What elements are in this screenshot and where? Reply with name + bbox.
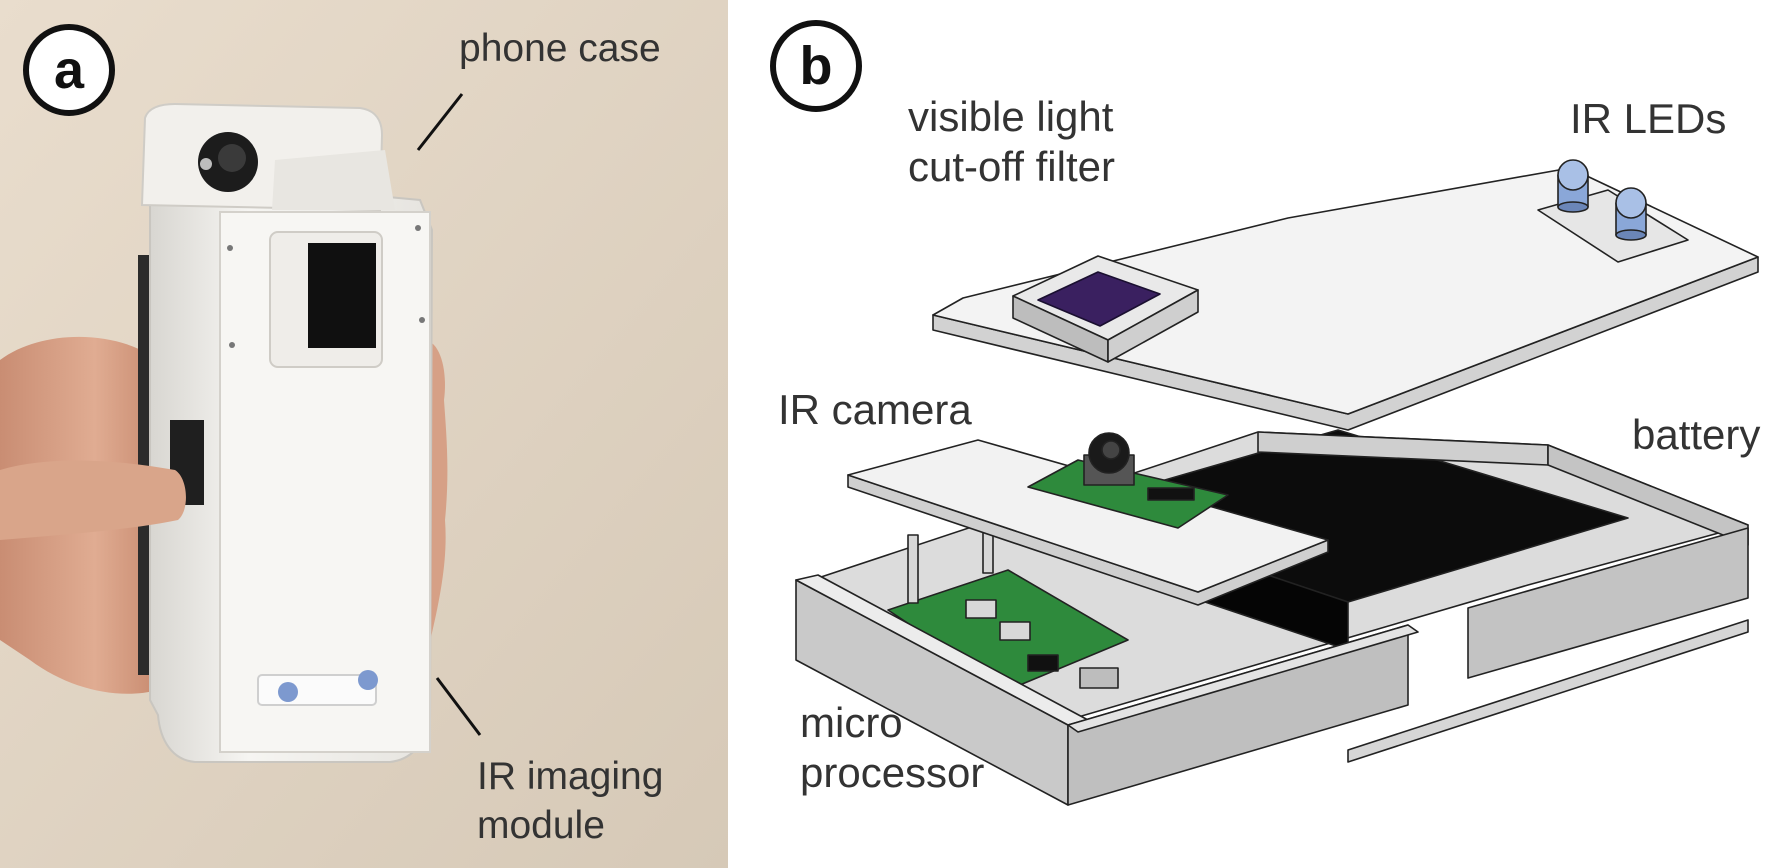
phone-flash <box>200 158 212 170</box>
label-battery: battery <box>1632 411 1761 458</box>
label-microprocessor: micro processor <box>800 698 984 798</box>
label-filter-line2: cut-off filter <box>908 143 1115 190</box>
sd-slot <box>1079 667 1119 689</box>
label-micro-line1: micro <box>800 699 903 746</box>
label-filter-line1: visible light <box>908 93 1114 140</box>
camera-connector <box>1147 487 1195 501</box>
label-ir-imaging-module-line1: IR imaging <box>477 755 664 798</box>
thumb <box>0 460 186 540</box>
panel-b-badge: b <box>770 20 862 112</box>
camera-board <box>847 432 1329 606</box>
label-ir-leds: IR LEDs <box>1570 95 1727 142</box>
ir-led-right <box>358 670 378 690</box>
chip <box>1027 654 1059 672</box>
ir-led-2-base <box>1615 229 1647 241</box>
camera-lens-inner <box>1101 440 1121 460</box>
phone-camera-inner <box>218 144 246 172</box>
filter-window <box>308 243 376 348</box>
camera-pcb <box>1027 459 1229 529</box>
filter-housing-right <box>1107 289 1199 363</box>
screw <box>415 225 421 231</box>
ir-module-leader <box>435 677 482 736</box>
label-phone-case: phone case <box>459 27 661 70</box>
tray-right-front-wall <box>1467 527 1749 679</box>
phone-case-leader <box>416 93 464 151</box>
bottom-tray <box>795 429 1749 806</box>
panel-b-diagram: b visible light cut-off filter IR LEDs I… <box>728 0 1788 868</box>
usb-port-1 <box>965 599 997 619</box>
tray-front-right-top <box>1067 624 1419 733</box>
ir-filter-glass <box>1037 271 1161 327</box>
label-micro-line2: processor <box>800 749 985 796</box>
ir-led-left <box>278 682 298 702</box>
screw <box>419 317 425 323</box>
exploded-view <box>795 159 1759 806</box>
camera-plate-face <box>847 439 1329 593</box>
ir-led-1-dome <box>1557 159 1589 191</box>
tray-rail <box>1347 619 1749 763</box>
panel-a-badge: a <box>23 24 115 116</box>
label-ir-imaging-module-line2: module <box>477 804 605 847</box>
usb-port-2 <box>999 621 1031 641</box>
label-visible-light-filter: visible light cut-off filter <box>908 92 1115 192</box>
case-top-wedge <box>272 150 395 210</box>
standoff-1 <box>907 534 919 604</box>
ir-led-2-dome <box>1615 187 1647 219</box>
label-ir-camera: IR camera <box>778 386 972 433</box>
screw <box>227 245 233 251</box>
ir-led-1-base <box>1557 201 1589 213</box>
ir-leds <box>1557 159 1647 241</box>
screw <box>229 342 235 348</box>
device-photo <box>0 0 728 868</box>
panel-a-photo: a phone case IR imaging module <box>0 0 728 868</box>
label-ir-imaging-module: IR imaging module <box>477 752 663 850</box>
